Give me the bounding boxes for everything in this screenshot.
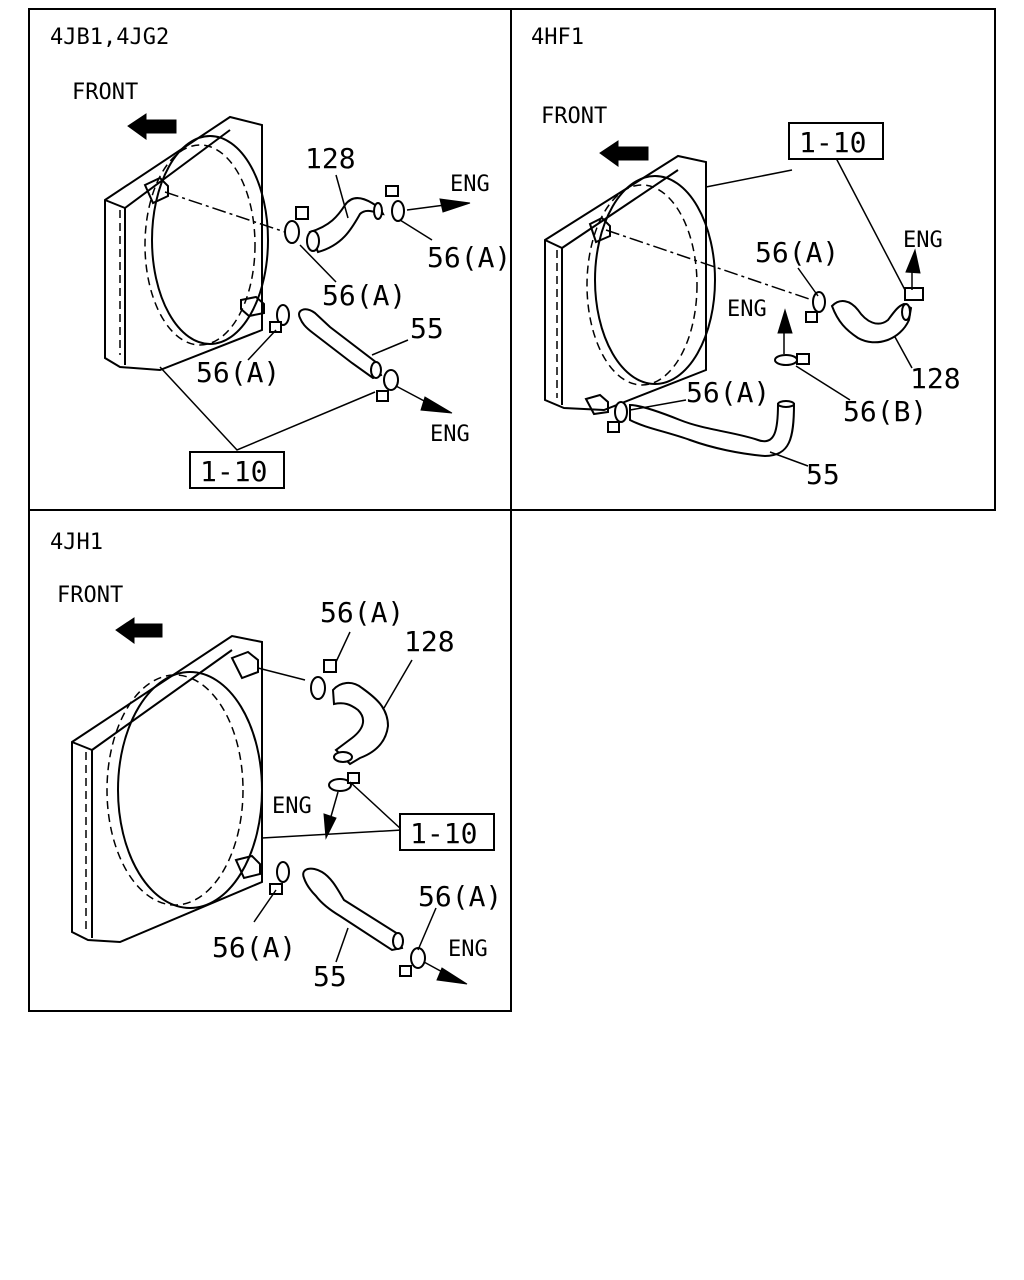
front-label: FRONT [541, 104, 607, 129]
part-callout-56b: 56(B) [843, 395, 927, 428]
ref-box [788, 122, 884, 160]
part-callout-128: 128 [404, 625, 455, 658]
panel-code: 4HF1 [531, 25, 584, 50]
front-arrow-icon [115, 617, 163, 644]
part-callout-56a-lower: 56(A) [686, 376, 770, 409]
part-callout-56a-engine: 56(A) [427, 241, 511, 274]
ref-box-label: 1-10 [200, 455, 267, 488]
panel-code: 4JH1 [50, 530, 103, 555]
part-callout-56a-engine: 56(A) [418, 880, 502, 913]
ref-box-label: 1-10 [799, 126, 866, 159]
front-arrow-icon [599, 140, 649, 167]
panel-frame-4hf1 [510, 8, 996, 511]
ref-box [189, 451, 285, 489]
front-label: FRONT [57, 583, 123, 608]
front-arrow-icon [127, 113, 177, 140]
part-callout-55: 55 [806, 458, 840, 491]
eng-label-lower: ENG [727, 297, 767, 322]
panel-4jh1: 4JH1 FRONT ENG [50, 530, 502, 993]
panel-frame-4jh1 [28, 509, 512, 1012]
ref-box-label: 1-10 [410, 817, 477, 850]
part-callout-128: 128 [910, 362, 961, 395]
panel-code: 4JB1,4JG2 [50, 25, 169, 50]
eng-label-lower: ENG [430, 422, 470, 447]
eng-label-upper: ENG [450, 172, 490, 197]
panel-4hf1: 4HF1 FRONT ENG ENG [531, 25, 961, 491]
part-callout-56a-upper: 56(A) [320, 596, 404, 629]
part-callout-56a-lower: 56(A) [196, 356, 280, 389]
part-callout-56a-upper: 56(A) [755, 236, 839, 269]
eng-label-upper: ENG [272, 794, 312, 819]
part-callout-128: 128 [305, 142, 356, 175]
part-callout-56a-lower: 56(A) [212, 931, 296, 964]
eng-label-upper: ENG [903, 228, 943, 253]
part-callout-55: 55 [410, 312, 444, 345]
front-label: FRONT [72, 80, 138, 105]
ref-box [399, 813, 495, 851]
part-callout-55: 55 [313, 960, 347, 993]
radiator-shroud [104, 115, 269, 372]
panel-4jb1-4jg2: 4JB1,4JG2 FRONT ENG [50, 25, 511, 489]
radiator-shroud [71, 634, 263, 944]
part-callout-56a-radiator: 56(A) [322, 279, 406, 312]
eng-label-lower: ENG [448, 937, 488, 962]
radiator-shroud [544, 154, 716, 416]
